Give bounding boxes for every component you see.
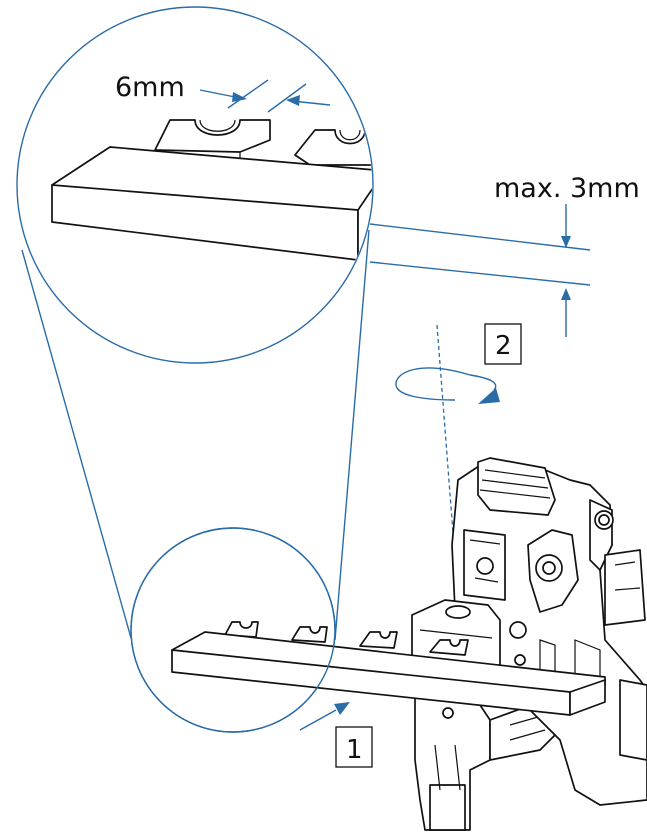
rotation-arrow-curve-front <box>469 374 497 391</box>
step-2-box <box>484 323 522 365</box>
busbar-fork-2 <box>294 129 372 166</box>
terminal-block <box>411 457 647 831</box>
dim-extension-left <box>227 79 269 109</box>
gap-width-label: 6mm <box>115 72 185 103</box>
tangent-line-left <box>21 249 132 639</box>
step-1-label: 1 <box>346 735 363 765</box>
dim-arrow-left-shaft <box>199 89 236 98</box>
offset-arrowhead-bottom <box>561 288 571 300</box>
busbar-forks <box>224 621 469 656</box>
offset-arrowhead-top <box>561 236 571 248</box>
dimension-max-3mm: max. 3mm <box>369 173 640 337</box>
magnified-circle <box>16 6 374 364</box>
busbar-comb <box>171 621 606 716</box>
magnified-comb-bar <box>51 146 372 261</box>
push-arrow-shaft <box>299 709 337 731</box>
step-1-push: 1 <box>299 702 373 768</box>
dimension-6mm: 6mm <box>115 72 331 113</box>
busbar-fork-1 <box>154 119 271 160</box>
rotation-arrowhead <box>478 388 500 404</box>
dim-arrowhead-left <box>232 92 247 102</box>
step-1-box <box>335 726 373 768</box>
offset-line-upper <box>369 223 591 251</box>
rotation-arrow-curve <box>395 367 471 401</box>
max-offset-label: max. 3mm <box>494 173 640 204</box>
comb-bar-end <box>569 679 606 716</box>
magnifier-callout <box>16 6 374 733</box>
dim-arrowhead-right <box>286 95 300 106</box>
dim-extension-right <box>267 83 307 113</box>
magnified-busbar-view <box>51 119 372 261</box>
push-arrowhead <box>334 702 350 715</box>
rotation-axis-dashed <box>436 324 459 599</box>
tangent-line-right <box>334 229 370 641</box>
step-2-label: 2 <box>495 331 512 361</box>
offset-line-lower <box>369 261 591 286</box>
step-2-rotation: 2 <box>395 323 522 599</box>
